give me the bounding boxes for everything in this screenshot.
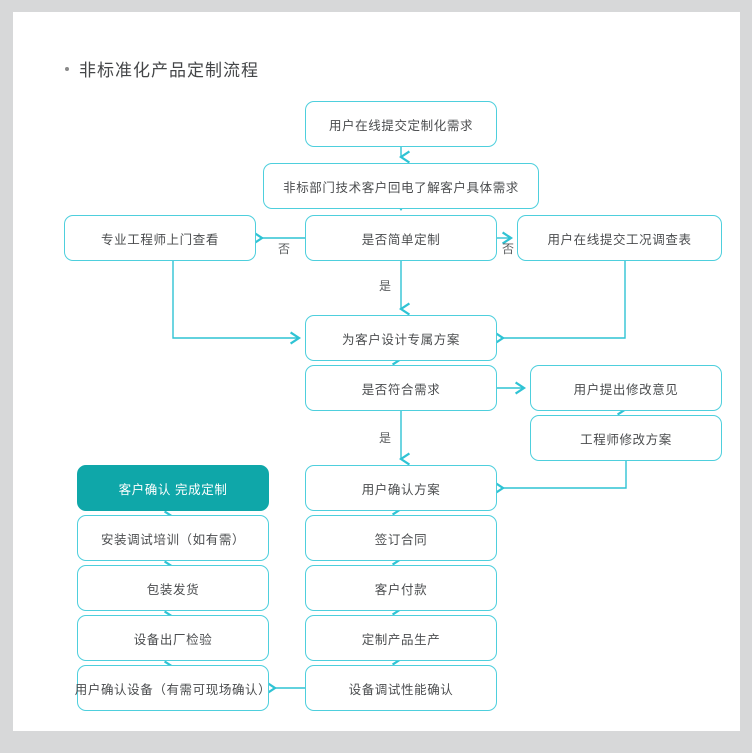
node-submit-condition-survey[interactable]: 用户在线提交工况调查表 [517,215,722,261]
node-submit-custom-request[interactable]: 用户在线提交定制化需求 [305,101,497,147]
node-user-confirm-plan[interactable]: 用户确认方案 [305,465,497,511]
node-package-ship[interactable]: 包装发货 [77,565,269,611]
page-title: 非标准化产品定制流程 [65,56,259,81]
edge-label-yes-design: 是 [379,279,392,293]
node-user-revision-feedback[interactable]: 用户提出修改意见 [530,365,722,411]
page-title-text: 非标准化产品定制流程 [79,61,259,80]
node-decision-meets-requirements[interactable]: 是否符合需求 [305,365,497,411]
node-custom-production[interactable]: 定制产品生产 [305,615,497,661]
node-design-exclusive-plan[interactable]: 为客户设计专属方案 [305,315,497,361]
edge-label-no-left: 否 [278,242,291,256]
edge-label-yes-confirm: 是 [379,431,392,445]
node-install-debug-training[interactable]: 安装调试培训（如有需） [77,515,269,561]
edge-label-no-right: 否 [502,242,515,256]
flowchart-canvas: 用户在线提交定制化需求 非标部门技术客户回电了解客户具体需求 专业工程师上门查看… [13,12,740,731]
node-decision-simple-custom[interactable]: 是否简单定制 [305,215,497,261]
node-tech-callback[interactable]: 非标部门技术客户回电了解客户具体需求 [263,163,539,209]
node-user-confirm-equipment[interactable]: 用户确认设备（有需可现场确认） [75,665,271,711]
node-engineer-revise-plan[interactable]: 工程师修改方案 [530,415,722,461]
node-factory-inspection[interactable]: 设备出厂检验 [77,615,269,661]
node-customer-confirm-complete[interactable]: 客户确认 完成定制 [77,465,269,511]
node-sign-contract[interactable]: 签订合同 [305,515,497,561]
bullet-dot-icon [65,66,69,71]
node-customer-payment[interactable]: 客户付款 [305,565,497,611]
node-engineer-onsite-visit[interactable]: 专业工程师上门查看 [64,215,256,261]
page-panel: 非标准化产品定制流程 [13,12,740,731]
node-equipment-performance-check[interactable]: 设备调试性能确认 [305,665,497,711]
